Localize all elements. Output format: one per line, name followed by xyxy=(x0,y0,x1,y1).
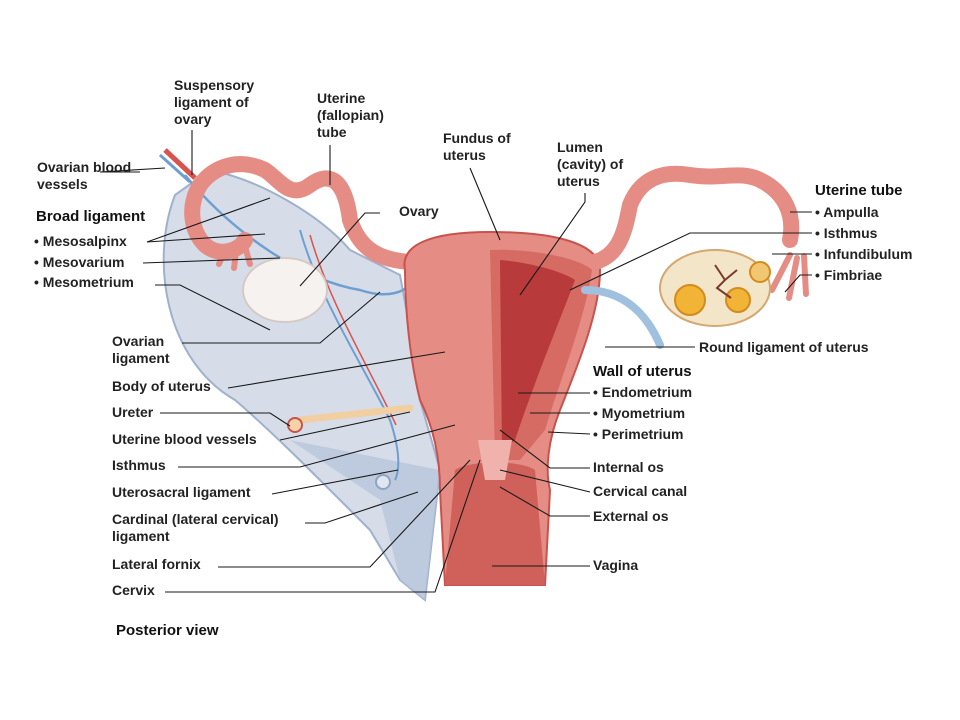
corpus-luteum xyxy=(714,264,738,299)
ovary-label: Ovary xyxy=(399,203,439,219)
mesometrium-label: Mesometrium xyxy=(34,274,134,291)
follicle-1 xyxy=(674,284,706,316)
uterine-lumen xyxy=(500,260,575,450)
mesovarium-label: Mesovarium xyxy=(34,254,125,271)
myometrium-label: Myometrium xyxy=(593,405,685,422)
perimetrium-label: Perimetrium xyxy=(593,426,684,443)
fundus-label: Fundus of uterus xyxy=(443,130,511,163)
ovarian-blood-vessels-label: Ovarian blood vessels xyxy=(37,159,132,192)
lumen-label: Lumen (cavity) of uterus xyxy=(557,139,624,189)
suspensory-vessel-blue xyxy=(158,153,192,184)
isthmus-uterus-label: Isthmus xyxy=(112,457,166,473)
vagina-label: Vagina xyxy=(593,557,639,573)
left-uterine-tube xyxy=(184,156,418,270)
follicle-3 xyxy=(749,261,771,283)
endometrium-label: Endometrium xyxy=(593,384,692,401)
ampulla-label: Ampulla xyxy=(815,204,878,221)
isthmus-tube-label: Isthmus xyxy=(815,225,878,242)
ureter-cut xyxy=(287,417,303,433)
body-of-uterus-label: Body of uterus xyxy=(112,378,211,394)
ovarian-ligament-label: Ovarian ligament xyxy=(112,333,170,366)
posterior-view-caption: Posterior view xyxy=(116,622,219,639)
uterine-vessel-red xyxy=(309,234,397,426)
ovarian-vessel-blue xyxy=(184,174,411,296)
follicle-2 xyxy=(725,287,751,313)
wall-of-uterus-heading: Wall of uterus xyxy=(593,363,692,380)
ureter-tube xyxy=(296,404,414,424)
uterosacral-cut xyxy=(375,474,391,490)
vagina-section xyxy=(445,462,545,585)
leader-lines xyxy=(99,130,812,593)
suspensory-ligament-label: Suspensory ligament of ovary xyxy=(174,77,255,127)
uterine-tube-heading: Uterine tube xyxy=(815,182,903,199)
right-uterine-tube xyxy=(587,165,800,270)
cardinal-ligament-label: Cardinal (lateral cervical) ligament xyxy=(112,511,279,544)
cardinal-ligament-area xyxy=(290,440,440,600)
round-ligament xyxy=(581,286,664,349)
fimbriae-label: Fimbriae xyxy=(815,267,882,284)
right-fimbriae xyxy=(769,252,809,301)
left-uterine-tube-label: Uterine (fallopian) tube xyxy=(317,90,384,140)
lateral-fornix-label: Lateral fornix xyxy=(112,556,201,572)
suspensory-vessel xyxy=(163,148,197,180)
external-os-label: External os xyxy=(593,508,669,524)
mesosalpinx-label: Mesosalpinx xyxy=(34,233,127,250)
left-ovary xyxy=(242,257,328,323)
ureter-label: Ureter xyxy=(112,404,154,420)
internal-os-label: Internal os xyxy=(593,459,664,475)
uterosacral-ligament-label: Uterosacral ligament xyxy=(112,484,251,500)
infundibulum-label: Infundibulum xyxy=(815,246,913,263)
round-ligament-label: Round ligament of uterus xyxy=(699,339,869,355)
uterine-blood-vessels-label: Uterine blood vessels xyxy=(112,431,257,447)
broad-ligament-heading: Broad ligament xyxy=(36,208,146,225)
right-ovary xyxy=(659,249,771,327)
cervical-canal xyxy=(478,440,512,480)
cervix-label: Cervix xyxy=(112,582,155,598)
cervical-canal-label: Cervical canal xyxy=(593,483,688,499)
